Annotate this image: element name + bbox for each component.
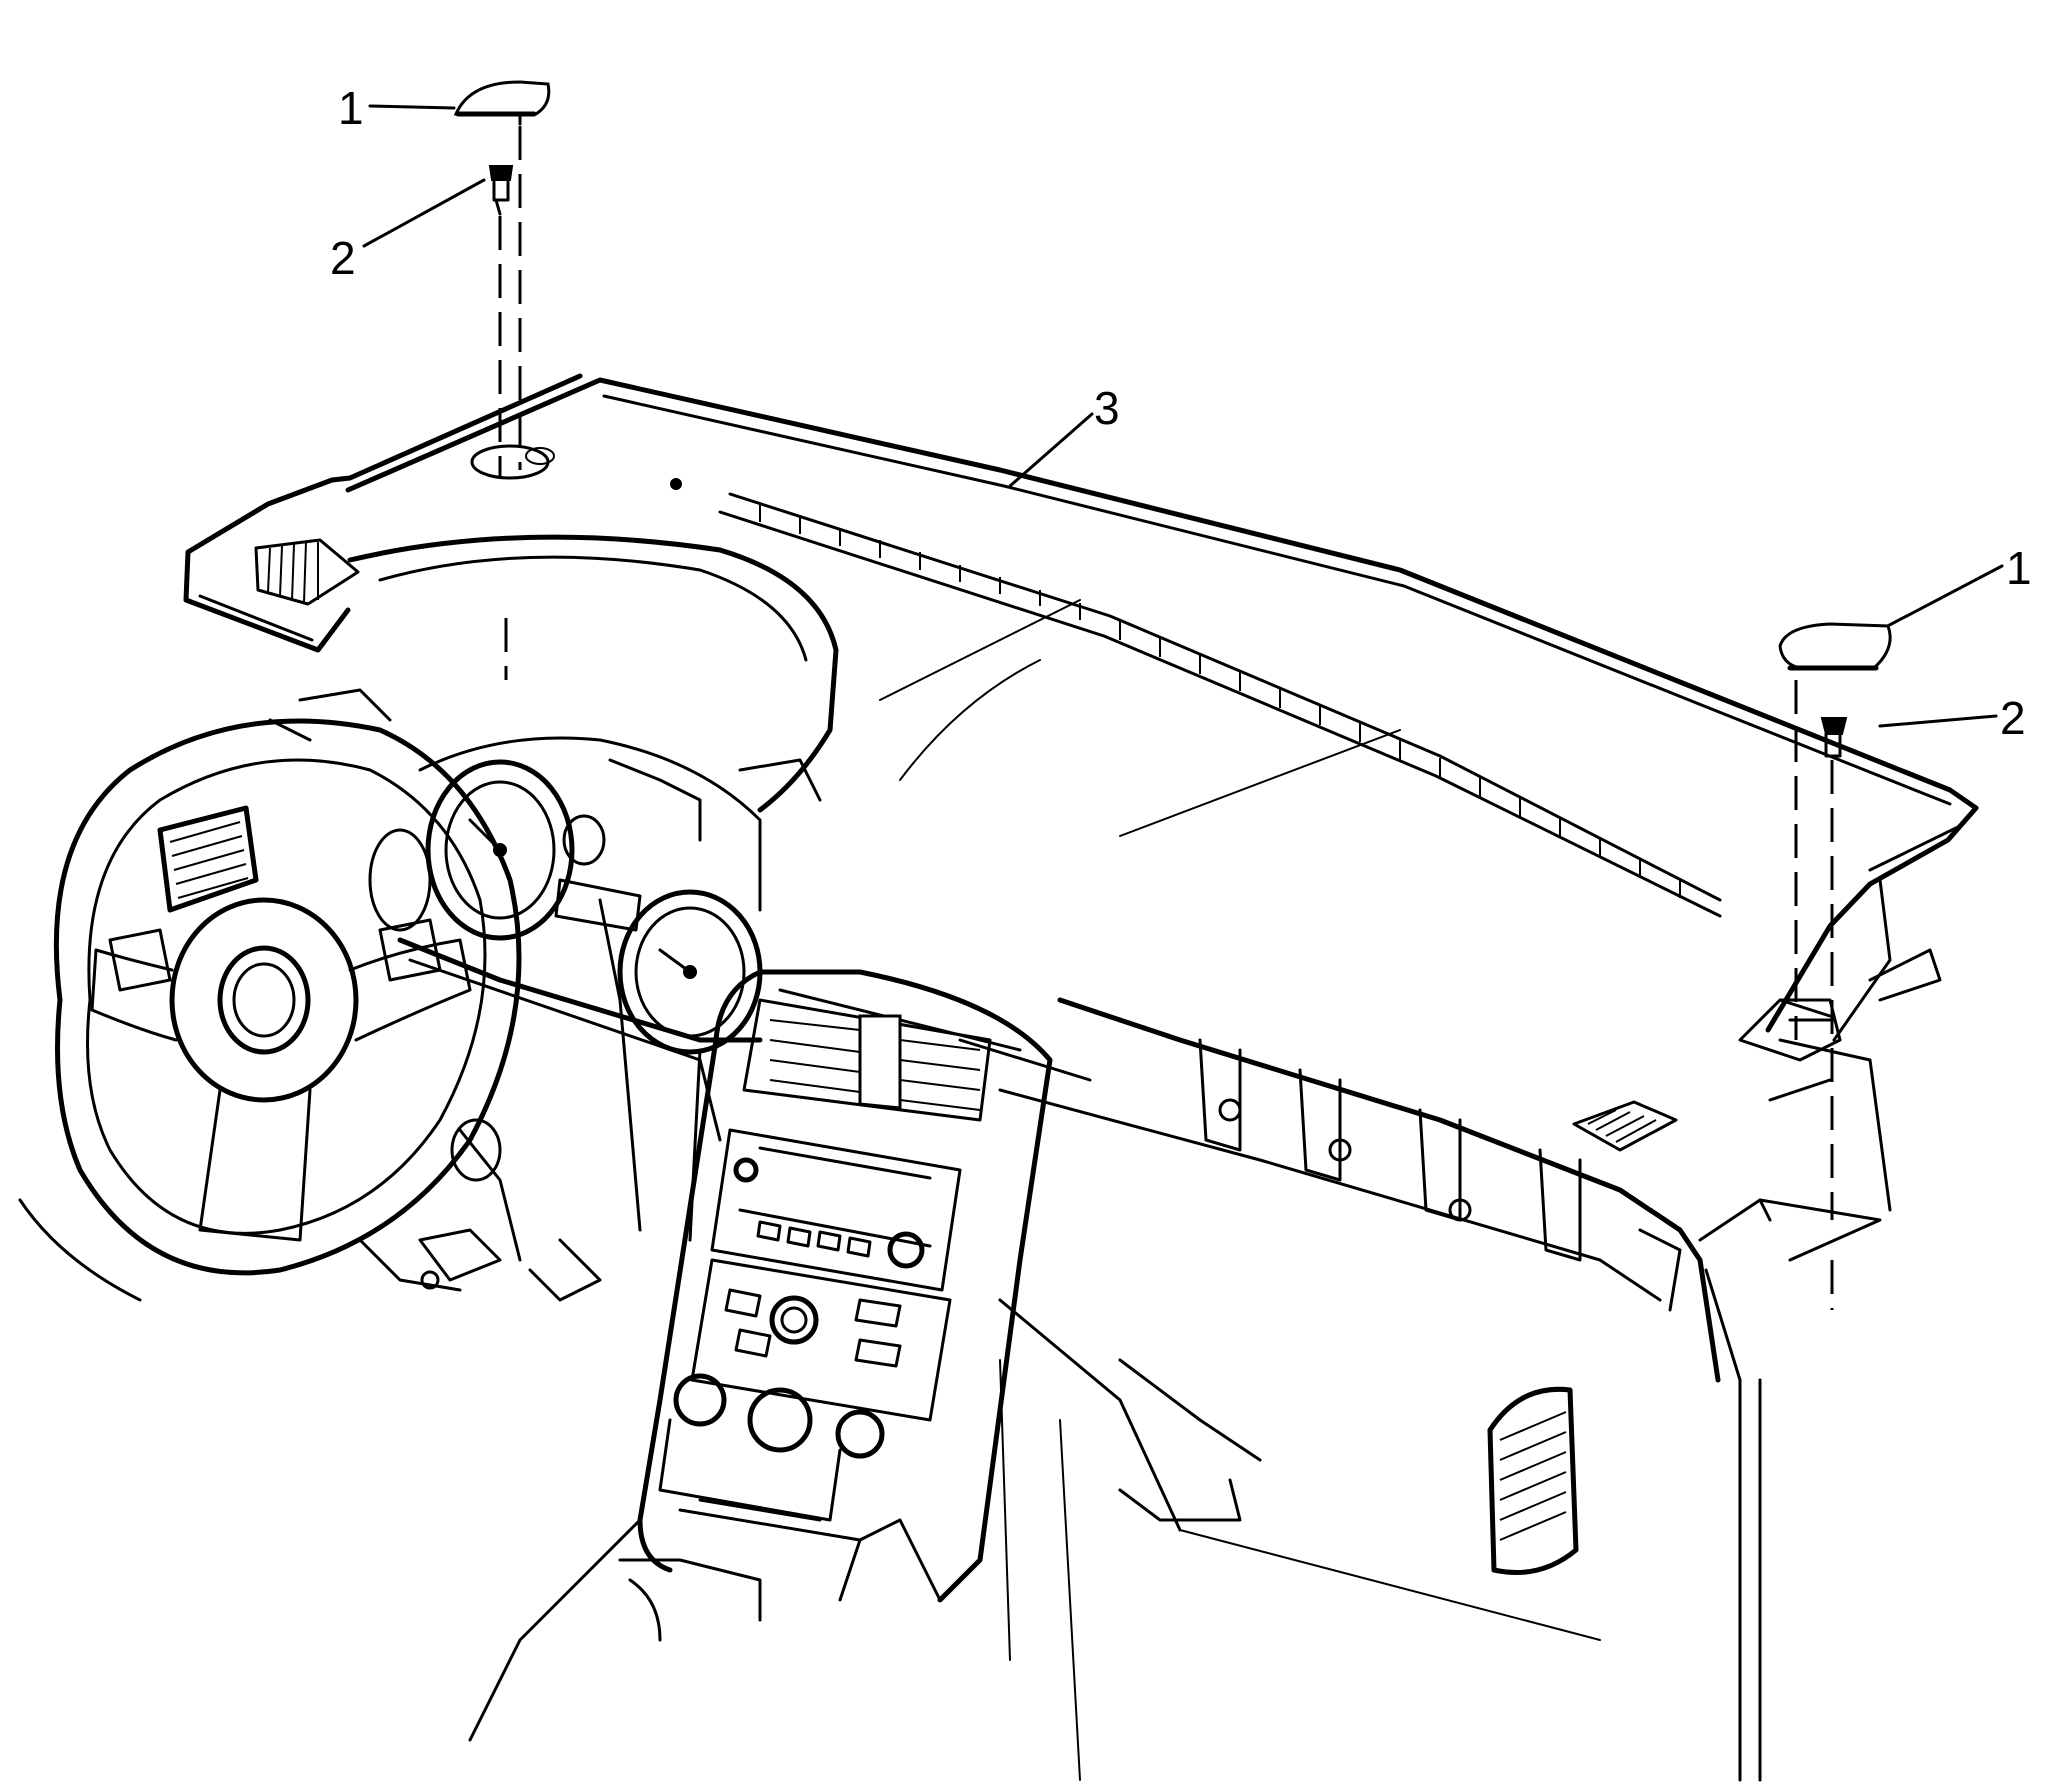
leader-lines — [362, 104, 2004, 728]
left-panel-bracket — [268, 688, 822, 842]
left-speaker-cover — [453, 80, 551, 126]
callout-1-right: 1 — [2006, 542, 2032, 594]
right-air-vent — [1487, 1386, 1579, 1575]
steering-wheel — [53, 718, 522, 1276]
left-speaker-grille — [254, 538, 360, 606]
center-stack — [468, 969, 1053, 1742]
left-install-lines — [498, 126, 522, 680]
leader-1-left — [368, 104, 456, 110]
left-push-pin — [488, 165, 514, 216]
center-console — [468, 1418, 942, 1742]
callout-1-left: 1 — [338, 82, 364, 134]
leader-2-right — [1878, 714, 1998, 728]
radio-head-unit — [710, 1128, 962, 1292]
callout-2-right: 2 — [2000, 692, 2026, 744]
tachometer-gauge — [617, 889, 763, 1055]
right-speaker-grille — [1572, 1100, 1678, 1152]
lower-dash — [958, 997, 1892, 1782]
instrument-cluster — [368, 736, 763, 1142]
center-air-vents — [742, 998, 992, 1122]
upper-trim-panel — [183, 373, 1979, 1152]
right-clip-bracket — [1738, 948, 1942, 1102]
hvac-controls — [673, 1258, 952, 1459]
leader-1-right — [1878, 564, 2004, 632]
callout-2-left: 2 — [330, 232, 356, 284]
callout-3-panel: 3 — [1094, 382, 1120, 434]
defrost-vent — [718, 492, 1722, 918]
right-push-pin — [1820, 717, 1848, 758]
steering-column-area — [18, 898, 702, 1302]
right-install-lines — [1794, 680, 1834, 1310]
right-speaker-cover — [1778, 622, 1892, 671]
leader-2-left — [362, 178, 486, 248]
left-air-vent — [157, 805, 259, 913]
